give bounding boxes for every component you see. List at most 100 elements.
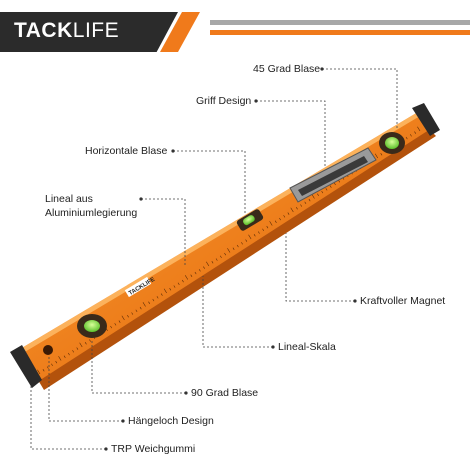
ruler-tick <box>58 356 62 361</box>
ruler-tick <box>148 301 151 304</box>
level-top-edge <box>15 112 420 356</box>
ruler-tick <box>283 215 286 218</box>
ruler-tick <box>374 153 379 159</box>
callout-line-horizontal <box>173 150 246 215</box>
ruler-tick <box>42 369 45 372</box>
bubble-horizontal-icon <box>243 215 255 226</box>
ruler-tick <box>194 271 197 275</box>
ruler-tick <box>46 366 49 369</box>
callout-line-skala <box>202 276 273 348</box>
ruler-tick <box>417 126 421 132</box>
label-horizontale-blase: Horizontale Blase <box>85 145 168 157</box>
ruler-tick <box>156 296 159 299</box>
ruler-tick <box>173 285 176 288</box>
label-trp-weichgummi: TRP Weichgummi <box>111 443 196 455</box>
level-brand-badge <box>124 276 152 298</box>
ruler-tick <box>121 315 125 321</box>
callout-line-magnet <box>285 233 355 302</box>
label-kraftvoller-magnet: Kraftvoller Magnet <box>360 295 446 307</box>
bubble-45-degree-icon <box>385 137 399 149</box>
ruler-tick <box>135 309 138 313</box>
ruler-tick <box>245 239 248 242</box>
ruler-tick <box>114 323 117 326</box>
ruler-tick <box>198 269 201 272</box>
ruler-tick <box>89 339 91 342</box>
ruler-tick <box>224 252 227 256</box>
ruler-tick <box>55 360 58 364</box>
level-side-face <box>38 128 436 390</box>
ruler-tick <box>206 261 210 267</box>
callout-line-trp <box>30 385 106 450</box>
ruler-tick <box>184 275 189 280</box>
label-90-grad-blase: 90 Grad Blase <box>191 387 259 399</box>
ruler-tick <box>253 234 256 237</box>
ruler-tick <box>160 293 163 296</box>
ruler-tick <box>241 242 243 245</box>
callout-line-45-grad <box>322 68 398 130</box>
ruler-tick <box>321 190 324 194</box>
logo-bold-text: TACK <box>14 19 73 42</box>
ruler-tick <box>232 247 235 250</box>
ruler-tick <box>308 198 311 202</box>
ruler-tick <box>152 298 155 302</box>
ruler-tick <box>414 131 417 134</box>
callout-dots <box>104 67 357 451</box>
ruler-tick <box>215 258 218 261</box>
bubble-90-degree-icon <box>84 320 100 332</box>
ruler-tick <box>190 274 193 277</box>
ruler-tick <box>236 244 239 248</box>
ruler-tick <box>67 352 70 356</box>
callout-line-90-grad <box>91 340 186 394</box>
grip-handle-hole <box>298 156 368 196</box>
ruler-tick <box>380 153 383 156</box>
ruler-tick <box>304 201 307 205</box>
label-45-grad-blase: 45 Grad Blase <box>253 63 321 75</box>
ruler-tick <box>409 134 412 137</box>
ruler-tick <box>227 248 231 253</box>
ruler-tick <box>181 279 184 283</box>
ruler-tick <box>118 320 121 323</box>
ruler-tick <box>274 220 277 223</box>
ruler-tick <box>295 207 298 210</box>
ruler-tick <box>163 288 167 294</box>
ruler-tick <box>211 261 214 264</box>
header-grey-line <box>210 20 470 25</box>
ruler-tick <box>300 204 303 207</box>
callout-line-lineal <box>141 198 186 265</box>
ruler-tick <box>37 369 41 375</box>
ruler-tick <box>219 255 222 259</box>
label-haengeloch-design: Hängeloch Design <box>128 415 214 427</box>
ruler-tick <box>262 228 265 232</box>
ruler-tick <box>142 302 146 307</box>
ruler-tick <box>248 234 252 240</box>
label-lineal-aus: Lineal aus <box>45 193 93 205</box>
logo-background <box>0 12 178 52</box>
callout-line-haengeloch <box>48 355 123 422</box>
ruler-tick <box>76 347 79 350</box>
rubber-end-cap-left <box>10 345 42 388</box>
rubber-end-cap-right <box>412 103 440 136</box>
ruler-tick <box>279 217 281 221</box>
ruler-tick <box>72 350 75 353</box>
ruler-tick <box>110 325 113 329</box>
ruler-tick <box>287 212 290 215</box>
ruler-tick <box>127 315 129 318</box>
ruler-tick <box>131 312 134 315</box>
ruler-tick <box>203 266 205 269</box>
ruler-tick <box>405 136 408 140</box>
ruler-tick <box>257 231 260 234</box>
callout-lines <box>30 68 398 450</box>
ruler-tick <box>63 355 66 358</box>
ruler-tick <box>317 193 319 196</box>
ruler-tick <box>329 185 332 188</box>
label-aluminiumlegierung: Aluminiumlegierung <box>45 207 138 219</box>
brand-logo: TACKLIFE <box>14 19 119 43</box>
ruler-tick <box>84 342 87 345</box>
ruler-tick <box>79 342 83 348</box>
ruler-tick <box>290 207 294 213</box>
ruler-tick <box>139 306 142 310</box>
ruler-tick <box>266 225 269 229</box>
ruler-tick <box>269 221 273 226</box>
ruler-tick <box>325 188 328 191</box>
